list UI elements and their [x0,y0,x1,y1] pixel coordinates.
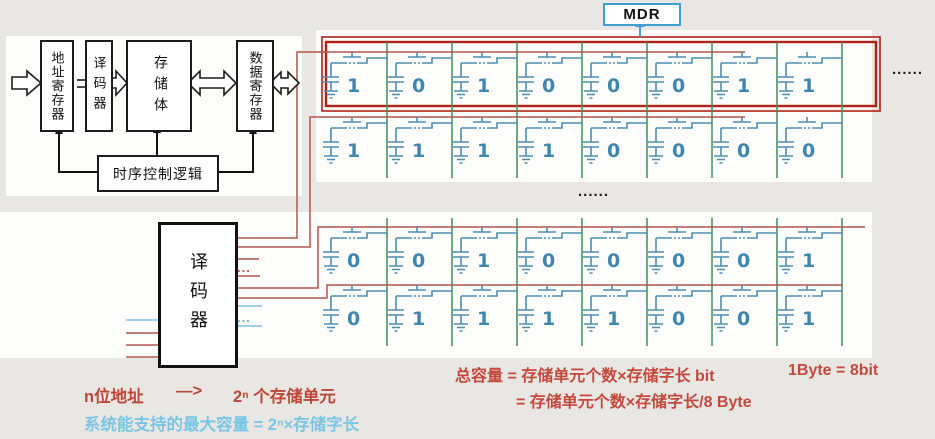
byte-definition: 1Byte = 8bit [788,362,879,379]
decoder-main-label: 译码器 [188,251,208,339]
memory-bank-box: 存储体 [126,40,192,132]
mdr-box: MDR [603,3,681,26]
max-capacity-formula: 系统能支持的最大容量 = 2ⁿ×存储字长 [84,416,360,434]
address-register-label: 地址寄存器 [49,51,65,121]
decoder-bit-line-ellipsis: ... [237,310,251,325]
address-bits-label: n位地址 [84,388,144,406]
top-cell-grid-panel [316,30,872,182]
address-result-label: 2ⁿ 个存储单元 [233,388,336,406]
total-capacity-line2: = 存储单元个数×存储字长/8 Byte [516,394,752,411]
mid-grid-ellipsis: ...... [578,183,610,200]
mdr-label: MDR [623,6,661,23]
bottom-panel [0,212,872,358]
timing-logic-label: 时序控制逻辑 [113,167,203,183]
decoder-small-label: 译码器 [91,56,107,116]
address-register-box: 地址寄存器 [40,40,74,132]
timing-logic-box: 时序控制逻辑 [97,155,219,192]
data-register-label: 数据寄存器 [247,51,263,121]
decoder-main-box: 译码器 [158,222,238,368]
row-ellipsis: ...... [892,61,924,78]
data-register-box: 数据寄存器 [236,40,274,132]
decoder-small-box: 译码器 [85,40,113,132]
decoder-word-line-ellipsis: ... [237,260,251,275]
memory-bank-label: 存储体 [152,54,167,118]
total-capacity-line1: 总容量 = 存储单元个数×存储字长 bit [455,368,715,385]
maps-to-arrow: —> [176,382,203,400]
